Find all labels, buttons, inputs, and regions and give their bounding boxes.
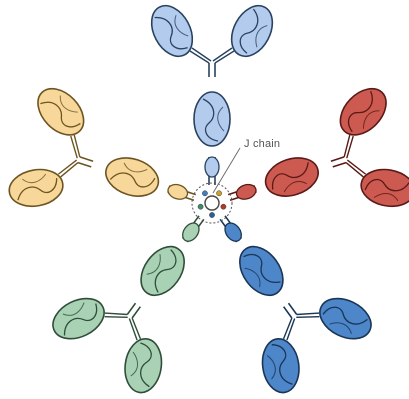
monomer-lower-right-fork (276, 303, 320, 341)
monomer-upper-right-fab-right (358, 165, 409, 210)
monomer-top-fab-right (223, 0, 280, 63)
monomer-upper-left-fab-right (29, 80, 92, 144)
disulfide-dot (209, 212, 214, 217)
monomer-upper-left-ch4-domain (166, 182, 189, 201)
monomer-lower-left-ch4-domain (179, 220, 202, 244)
jchain-circle (205, 196, 219, 210)
monomer-upper-left-fab-left (6, 165, 65, 210)
monomer-lower-left-fab-left (122, 336, 165, 394)
monomer-lower-right-fab-left (313, 291, 377, 347)
disulfide-dot (198, 204, 203, 209)
monomer-lower-right (167, 177, 387, 399)
monomer-upper-right-fab-left (332, 80, 395, 144)
monomer-upper-right-fc-domain (261, 152, 323, 203)
jchain-label: J chain (244, 138, 280, 150)
monomer-lower-left-fab-right (46, 291, 110, 347)
monomer-lower-right-fc-domain (231, 239, 292, 304)
monomer-top-fab-left (143, 0, 200, 63)
monomer-top-fc-domain (194, 92, 230, 146)
monomer-upper-right-ch4-domain (235, 182, 258, 201)
monomer-lower-left-fork (103, 303, 147, 341)
monomer-top-fork (190, 48, 234, 63)
monomer-top (143, 0, 280, 185)
disulfide-dot (221, 204, 226, 209)
monomer-lower-left-fc-domain (132, 239, 193, 304)
monomer-lower-right-fab-right (259, 336, 302, 394)
monomer-lower-right-ch4-domain (222, 220, 245, 244)
monomer-top-ch4-domain (205, 157, 219, 177)
disulfide-dot (216, 191, 221, 196)
monomer-upper-left-fc-domain (101, 152, 163, 203)
disulfide-dot (202, 191, 207, 196)
monomer-lower-left (36, 177, 256, 399)
